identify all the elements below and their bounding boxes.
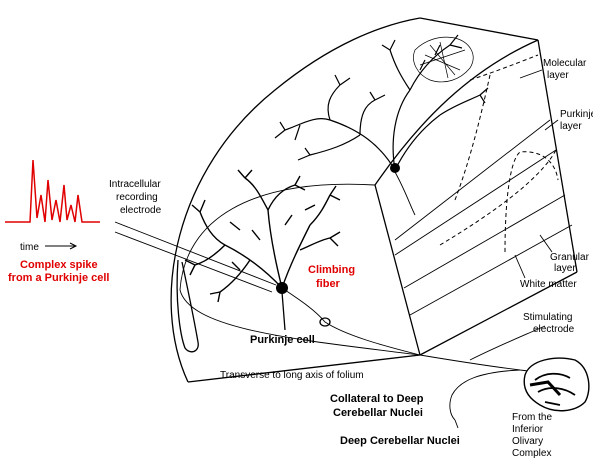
electrode-label-1: Intracellular (109, 179, 161, 190)
molecular-label-1: Molecular (543, 58, 587, 69)
purkinje-layer-label-1: Purkinje (560, 109, 593, 120)
rear-purkinje-soma (390, 163, 400, 173)
dashed-contour-1 (454, 74, 491, 201)
top-back-edge (419, 17, 539, 41)
purkinje-layer-leader (544, 119, 559, 131)
side-inner-arc (179, 183, 376, 291)
layer-line-3 (403, 194, 566, 289)
purkinje-axon (281, 291, 286, 331)
granular-leader (539, 234, 553, 253)
olivary-label-3: Olivary (512, 436, 543, 447)
side-teardrop (176, 259, 199, 353)
climbing-fiber-label-2: fiber (316, 278, 341, 290)
folium-block (170, 17, 578, 383)
recording-electrode-line-1 (114, 221, 277, 286)
olivary-label-2: Inferior (512, 424, 544, 435)
white-matter-label: White matter (520, 279, 577, 290)
complex-spike-label-1: Complex spike (20, 259, 98, 271)
layer-line-2 (394, 149, 557, 256)
white-matter-leader (514, 254, 526, 279)
climbing-fiber-node (319, 317, 331, 327)
collateral-fiber (449, 369, 521, 421)
rear-purkinje-tree (274, 34, 489, 171)
collateral-label-1: Collateral to Deep (330, 393, 424, 405)
stimulating-label-1: Stimulating (523, 312, 572, 323)
deep-nuclei-label: Deep Cerebellar Nuclei (340, 435, 460, 447)
purkinje-layer-label-2: layer (560, 121, 582, 132)
front-bottom-edge (419, 271, 578, 356)
complex-spike-trace (5, 159, 100, 223)
stimulating-label-2: electrode (533, 324, 575, 335)
olivary-label-4: Complex (512, 448, 551, 459)
electrode-label-2: recording (116, 192, 158, 203)
spike-waveform (5, 159, 100, 223)
layer-line-4 (409, 224, 573, 316)
granular-label-1: Granular (550, 252, 590, 263)
side-lower-curve (179, 289, 421, 356)
rear-climbing-fiber (394, 171, 416, 216)
front-top-curve (374, 39, 539, 186)
molecular-leader (519, 69, 543, 79)
right-edge (537, 39, 578, 273)
collateral-label-2: Cerebellar Nuclei (333, 407, 423, 419)
collateral-terminal (454, 419, 459, 429)
olivary-label-1: From the (512, 412, 552, 423)
granular-label-2: layer (554, 263, 576, 274)
transverse-label: Transverse to long axis of folium (220, 370, 364, 381)
right-arrow-icon (45, 242, 78, 250)
bottom-edge (187, 354, 421, 383)
climbing-fiber-label-1: Climbing (308, 264, 355, 276)
outer-arc (170, 17, 421, 383)
dashed-contour-3 (504, 151, 559, 253)
front-left-edge (374, 184, 421, 356)
molecular-texture (413, 36, 474, 83)
recording-electrode-line-2 (114, 231, 273, 293)
molecular-label-2: layer (547, 70, 569, 81)
complex-spike-label-2: from a Purkinje cell (8, 272, 109, 284)
dashed-contour-2 (439, 149, 557, 246)
stimulating-electrode (469, 325, 546, 361)
electrode-label-3: electrode (120, 205, 162, 216)
climbing-fiber-path (281, 287, 556, 379)
layer-line-1 (394, 119, 551, 241)
time-label: time (20, 242, 39, 253)
dashed-contour-4 (469, 54, 539, 81)
inferior-olive (523, 357, 590, 412)
purkinje-dendritic-tree (184, 169, 341, 303)
purkinje-cell-label: Purkinje cell (250, 334, 315, 346)
